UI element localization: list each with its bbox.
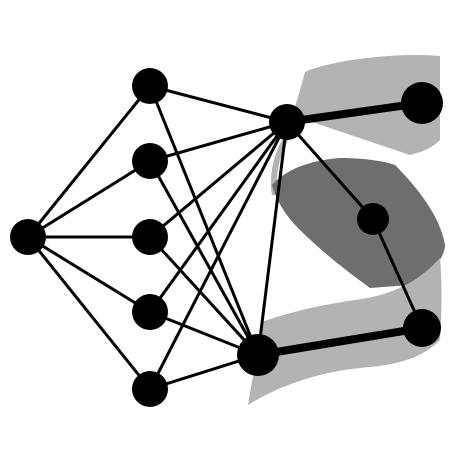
edge-input-h4 (27, 235, 151, 314)
node-input (10, 219, 46, 255)
edge-h2-hub-bottom (148, 160, 260, 356)
node-h5 (132, 371, 168, 407)
node-h3 (132, 219, 168, 255)
node-h1 (132, 68, 168, 104)
node-end-top-right (401, 82, 443, 124)
node-mid-right (357, 203, 389, 235)
edge-h1-hub-bottom (148, 85, 260, 356)
edge-h1-hub-top (149, 84, 288, 124)
s-ribbon-top-band (270, 54, 440, 196)
graph-nodes (10, 68, 443, 407)
edge-hub-top-mid-right (285, 121, 375, 220)
edge-input-h2 (27, 159, 151, 239)
graph-thick-edges (254, 99, 426, 359)
edge-h3-hub-bottom (148, 235, 260, 357)
node-h2 (132, 143, 168, 179)
edge-h4-hub-top (148, 121, 289, 313)
node-end-bottom-right (403, 309, 441, 347)
thick-edge-hub-bottom-end-bottom-right (254, 324, 426, 359)
thick-edge-hub-top-end-top-right (283, 99, 426, 126)
node-hub-top (269, 104, 305, 140)
edge-input-h1 (26, 85, 152, 238)
s-ribbon-bottom-band (248, 258, 442, 405)
node-hub-bottom (237, 334, 279, 376)
edge-h3-hub-top (149, 120, 288, 239)
edge-input-h5 (26, 236, 152, 390)
graph-edges (26, 84, 424, 391)
edge-hub-top-hub-bottom (256, 121, 289, 356)
edge-mid-right-end-bottom-right (371, 218, 424, 329)
edge-h2-hub-top (149, 120, 288, 163)
node-h4 (132, 294, 168, 330)
